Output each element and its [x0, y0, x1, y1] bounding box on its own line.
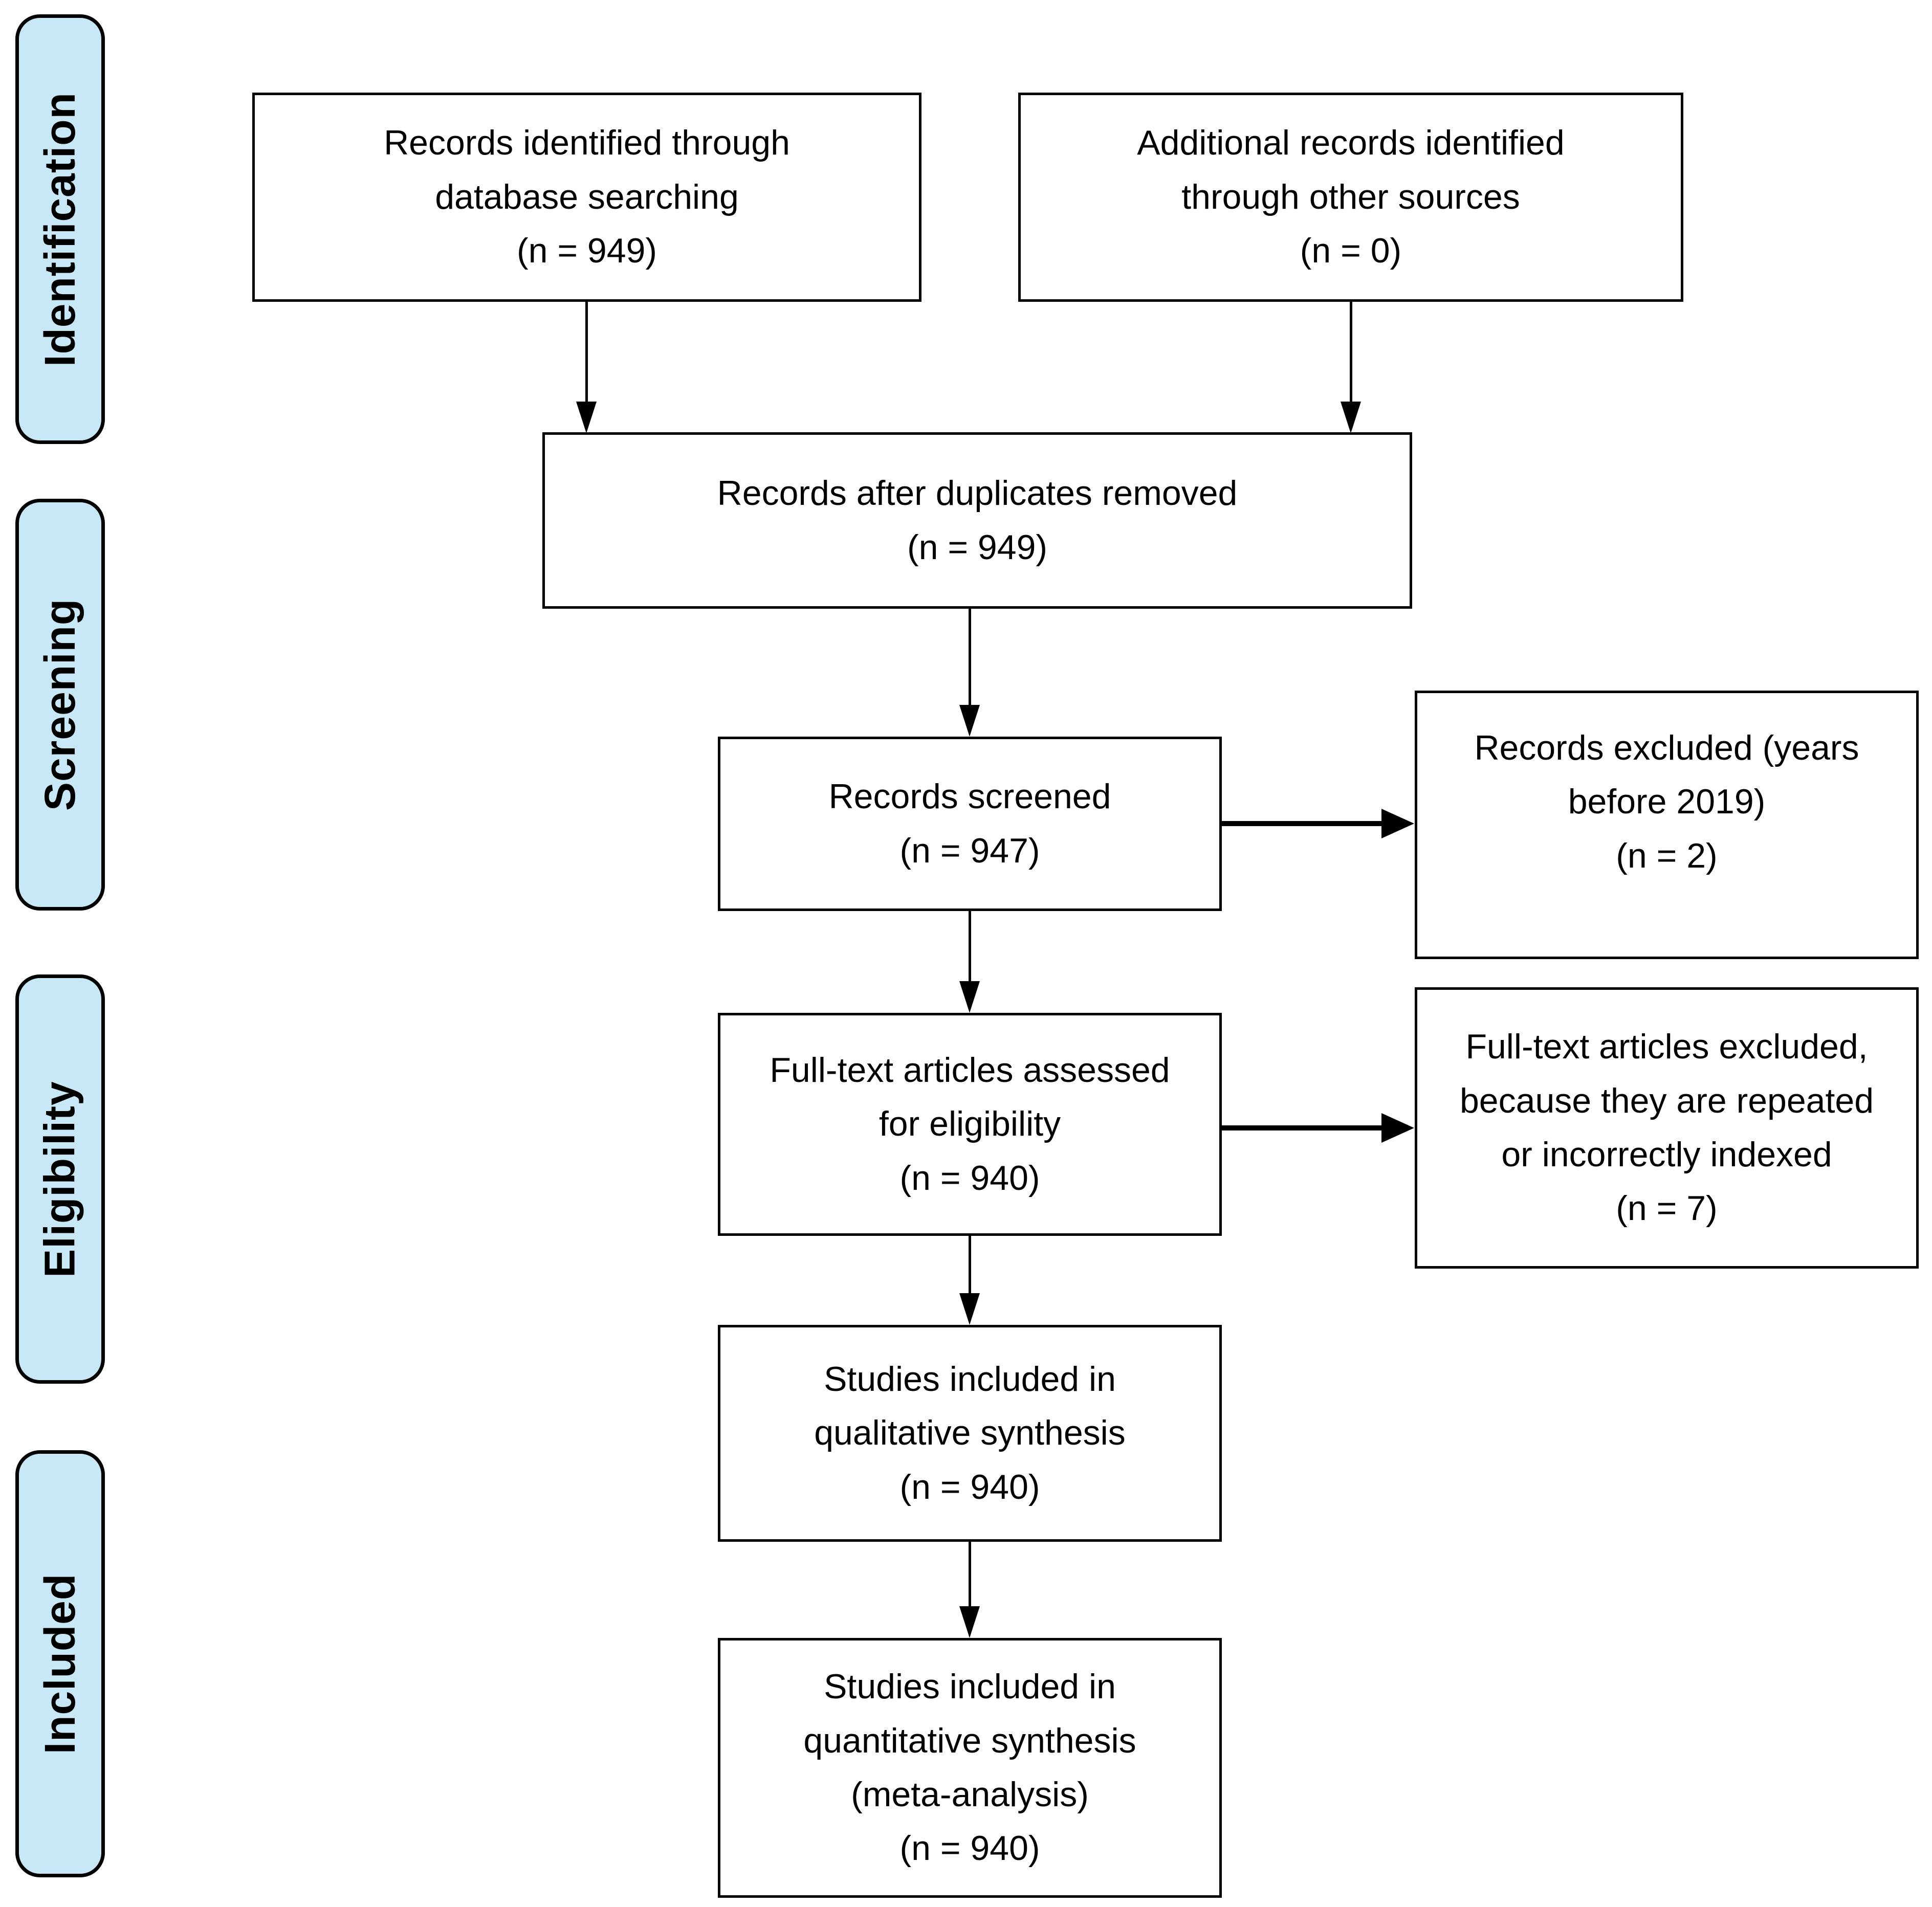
box-count: (n = 2) — [1616, 836, 1718, 875]
box-count: (n = 940) — [899, 1829, 1040, 1868]
arrow-down-icon — [959, 1606, 980, 1638]
flow-box-records-excluded: Records excluded (years before 2019) (n … — [1415, 691, 1919, 959]
arrow-down-icon — [959, 981, 980, 1013]
box-count: (n = 7) — [1616, 1189, 1718, 1228]
box-text-line: database searching — [435, 177, 739, 216]
box-text-line: or incorrectly indexed — [1501, 1135, 1832, 1174]
flow-box-quantitative-synthesis: Studies included in quantitative synthes… — [718, 1638, 1222, 1898]
stage-label-included: Included — [36, 1573, 84, 1755]
box-text-line: before 2019) — [1568, 782, 1766, 822]
box-text-line: Additional records identified — [1137, 123, 1565, 163]
stage-label-screening: Screening — [36, 598, 84, 811]
arrow-line — [1222, 1125, 1383, 1130]
arrow-right-icon — [1381, 1113, 1414, 1143]
flow-box-additional-records: Additional records identified through ot… — [1018, 93, 1683, 302]
stage-box-included: Included — [15, 1450, 105, 1877]
box-count: (n = 949) — [907, 527, 1048, 567]
box-text-line: Records identified through — [384, 123, 790, 163]
box-text-line: Records excluded (years — [1474, 728, 1859, 767]
box-text-line: Studies included in — [824, 1359, 1116, 1399]
box-text-line: Records screened — [828, 777, 1111, 816]
box-text-line: for eligibility — [879, 1104, 1061, 1144]
box-text-line: through other sources — [1181, 177, 1520, 216]
arrow-down-icon — [959, 1293, 980, 1325]
arrow-right-icon — [1381, 809, 1414, 838]
flow-box-fulltext-assessed: Full-text articles assessed for eligibil… — [718, 1013, 1222, 1236]
stage-label-eligibility: Eligibility — [36, 1080, 84, 1278]
box-text-line: Full-text articles excluded, — [1465, 1027, 1868, 1067]
stage-box-identification: Identification — [15, 14, 105, 444]
box-text-line: Records after duplicates removed — [717, 474, 1238, 513]
arrow-line — [969, 609, 971, 706]
box-text-line: Studies included in — [824, 1667, 1116, 1706]
box-text-line: Full-text articles assessed — [770, 1050, 1170, 1090]
box-count: (n = 0) — [1300, 231, 1402, 271]
box-count: (n = 940) — [899, 1467, 1040, 1506]
box-count: (n = 947) — [899, 831, 1040, 870]
arrow-line — [969, 1542, 971, 1607]
arrow-down-icon — [959, 705, 980, 737]
box-count: (n = 949) — [516, 231, 657, 271]
flow-box-records-identified: Records identified through database sear… — [252, 93, 921, 302]
arrow-line — [1350, 302, 1352, 403]
stage-label-identification: Identification — [36, 92, 84, 367]
stage-box-eligibility: Eligibility — [15, 974, 105, 1384]
box-text-line: (meta-analysis) — [851, 1775, 1089, 1814]
arrow-down-icon — [1341, 402, 1361, 433]
box-count: (n = 940) — [899, 1158, 1040, 1198]
stage-box-screening: Screening — [15, 499, 105, 911]
arrow-line — [1222, 821, 1383, 826]
box-text-line: because they are repeated — [1459, 1081, 1874, 1120]
flow-box-fulltext-excluded: Full-text articles excluded, because the… — [1415, 987, 1919, 1269]
arrow-line — [585, 302, 588, 403]
flow-box-qualitative-synthesis: Studies included in qualitative synthesi… — [718, 1325, 1222, 1542]
flow-box-records-screened: Records screened (n = 947) — [718, 737, 1222, 911]
flow-box-duplicates-removed: Records after duplicates removed (n = 94… — [542, 432, 1412, 609]
box-text-line: quantitative synthesis — [803, 1721, 1136, 1760]
box-text-line: qualitative synthesis — [814, 1413, 1126, 1453]
arrow-down-icon — [576, 402, 597, 433]
arrow-line — [969, 911, 971, 983]
arrow-line — [969, 1236, 971, 1295]
